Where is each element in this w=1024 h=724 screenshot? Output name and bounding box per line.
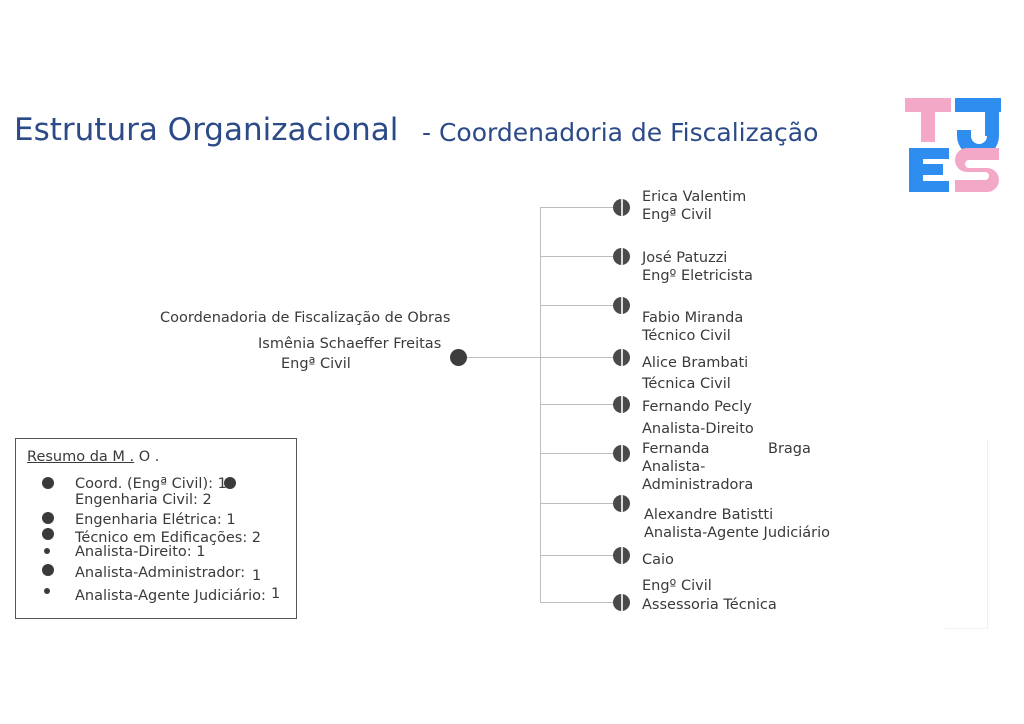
- branch-line: [540, 357, 622, 358]
- root-unit-label: Coordenadoria de Fiscalização de Obras: [160, 310, 451, 326]
- child-node: [613, 547, 630, 564]
- child-name-surname: Braga: [768, 441, 811, 457]
- legend-item: Coord. (Engª Civil): 1: [75, 476, 227, 492]
- child-role: Engº Civil: [642, 578, 712, 594]
- legend-count: 1: [252, 568, 262, 584]
- legend-title: Resumo da M . O .: [27, 449, 160, 465]
- page-subtitle: - Coordenadoria de Fiscalização: [422, 118, 819, 147]
- legend-count: 1: [271, 586, 281, 602]
- child-role: Analista-Agente Judiciário: [644, 525, 830, 541]
- branch-line: [540, 207, 622, 208]
- branch-line: [540, 555, 622, 556]
- legend-item: Técnico em Edificações: 2: [75, 530, 262, 546]
- root-role-label: Engª Civil: [281, 356, 351, 372]
- child-name: Alice Brambati: [642, 355, 749, 371]
- child-name: José Patuzzi: [642, 250, 728, 266]
- branch-line: [540, 602, 622, 603]
- legend-bullet: [44, 588, 50, 594]
- legend-bullet: [42, 564, 54, 576]
- child-name: Erica Valentim: [642, 189, 747, 205]
- child-node: [613, 445, 630, 462]
- child-role: Analista-: [642, 459, 706, 475]
- branch-line: [540, 256, 622, 257]
- legend-item: Analista-Administrador:: [75, 565, 246, 581]
- legend-item: Analista-Direito: 1: [75, 544, 206, 560]
- branch-line: [540, 404, 622, 405]
- child-node: [613, 396, 630, 413]
- child-node: [613, 199, 630, 216]
- legend-bullet: [42, 512, 54, 524]
- child-role: Analista-Direito: [642, 421, 754, 437]
- child-name: Fernando Pecly: [642, 399, 752, 415]
- branch-line: [540, 503, 622, 504]
- child-role: Engº Eletricista: [642, 268, 753, 284]
- child-node: [613, 495, 630, 512]
- legend-item: Engenharia Elétrica: 1: [75, 512, 236, 528]
- legend-bullet: [224, 477, 236, 489]
- root-connector: [467, 357, 540, 358]
- child-name: Alexandre Batistti: [644, 507, 774, 523]
- child-name: Assessoria Técnica: [642, 597, 777, 613]
- root-name-label: Ismênia Schaeffer Freitas: [258, 336, 442, 352]
- legend-item: Engenharia Civil: 2: [75, 492, 212, 508]
- child-node: [613, 297, 630, 314]
- root-node: [450, 349, 467, 366]
- background-frame: [945, 440, 988, 629]
- child-name: Fabio Miranda: [642, 310, 744, 326]
- child-name: Caio: [642, 552, 674, 568]
- branch-line: [540, 305, 622, 306]
- legend-box: [15, 438, 297, 619]
- child-role: Engª Civil: [642, 207, 712, 223]
- legend-item: Analista-Agente Judiciário:: [75, 588, 266, 604]
- page-title: Estrutura Organizacional: [14, 112, 399, 148]
- child-node: [613, 349, 630, 366]
- branch-line: [540, 453, 622, 454]
- legend-bullet: [44, 548, 50, 554]
- child-role: Administradora: [642, 477, 754, 493]
- legend-bullet: [42, 477, 54, 489]
- child-role: Técnico Civil: [642, 328, 731, 344]
- tjes-logo: [905, 98, 1001, 192]
- legend-bullet: [42, 528, 54, 540]
- child-role: Técnica Civil: [642, 376, 731, 392]
- child-name: Fernanda: [642, 441, 710, 457]
- child-node: [613, 594, 630, 611]
- child-node: [613, 248, 630, 265]
